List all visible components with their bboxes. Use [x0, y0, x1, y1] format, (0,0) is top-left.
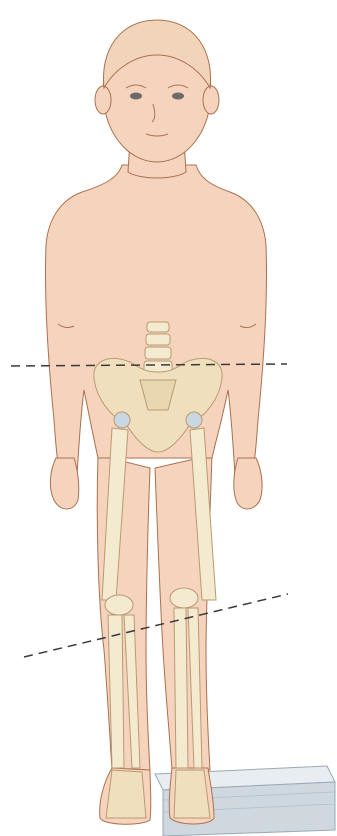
knee-line: [24, 594, 288, 657]
